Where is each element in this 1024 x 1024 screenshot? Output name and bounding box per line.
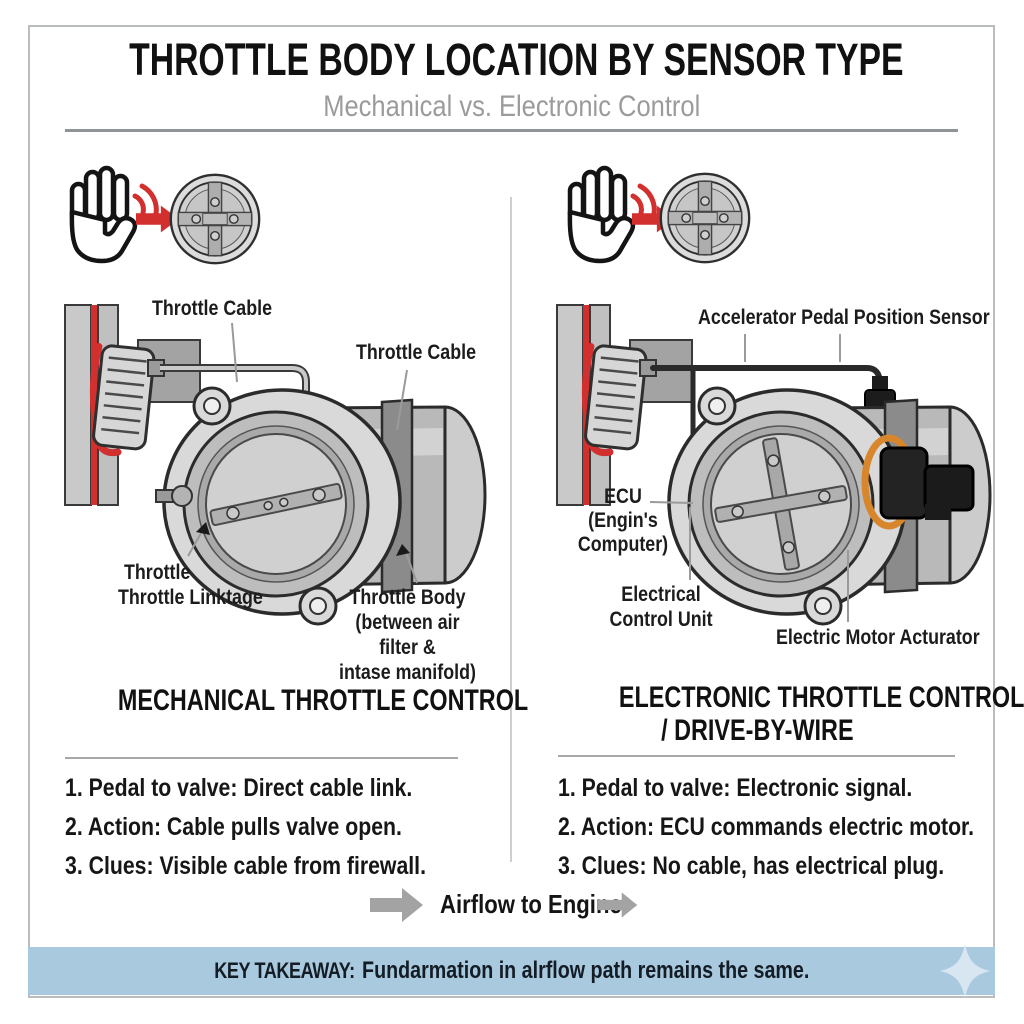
outer-frame: [28, 25, 995, 998]
accelerator-pedal: [581, 342, 648, 457]
mechanical-rule: [65, 757, 458, 759]
sparkle-diamond-icon: [939, 944, 991, 998]
hand-press-icon: [69, 165, 159, 264]
accelerator-pedal: [89, 342, 156, 457]
list-item: 1. Pedal to valve: Direct cable link.: [65, 774, 413, 802]
list-item: 3. Clues: No cable, has electrical plug.: [558, 852, 945, 880]
electronic-rule: [558, 755, 955, 757]
electronic-points-list: 1. Pedal to valve: Electronic signal. 2.…: [558, 772, 1024, 889]
throttle-body: [667, 386, 992, 626]
mechanical-section-heading: MECHANICAL THROTTLE CONTROL: [117, 684, 529, 717]
list-item: 2. Action: Cable pulls valve open.: [65, 813, 402, 841]
signal-waves-icon: [630, 183, 657, 217]
arrow-right-icon: [136, 205, 180, 233]
key-takeaway-text: KEY TAKEAWAY: Fundarmation in alrflow pa…: [213, 957, 809, 984]
header-divider: [65, 129, 958, 132]
list-item: 2. Action: ECU commands electric motor.: [558, 813, 975, 841]
airflow-label: Airflow to Engine: [440, 889, 622, 919]
throttle-valve-front-icon: [169, 173, 261, 265]
key-takeaway-bar: KEY TAKEAWAY: Fundarmation in alrflow pa…: [28, 947, 995, 995]
mechanical-throttle-illustration: [64, 304, 487, 626]
list-item: 1. Pedal to valve: Electronic signal.: [558, 774, 913, 802]
throttle-valve-front-icon: [659, 172, 751, 264]
electric-motor-actuator: [861, 434, 975, 530]
page-subtitle: Mechanical vs. Electronic Control: [323, 90, 701, 123]
leader-lines: [649, 334, 849, 622]
airflow-arrow-left-icon: [370, 888, 423, 922]
label-electric-motor-actuator: Electric Motor Acturator: [776, 626, 980, 649]
label-throttle-body: Throttle Body (between air filter & inta…: [339, 586, 476, 684]
electronic-throttle-illustration: [556, 304, 992, 626]
arrowhead: [196, 522, 210, 535]
label-ecu: ECU (Engin's Computer): [577, 485, 669, 556]
page-title: THROTTLE BODY LOCATION BY SENSOR TYPE: [0, 34, 1024, 86]
label-throttle-cable-top: Throttle Cable: [152, 297, 273, 320]
label-pedal-position-sensor: Accelerator Pedal Position Sensor: [698, 306, 990, 329]
arrowhead: [396, 544, 410, 556]
hand-press-icon: [567, 165, 657, 264]
list-item: 3. Clues: Visible cable from firewall.: [65, 852, 426, 880]
butterfly-valve-cross: [714, 437, 848, 571]
signal-waves-icon: [132, 183, 159, 217]
butterfly-valve-bar: [209, 482, 343, 526]
label-throttle-cable-mid: Throttle Cable: [356, 341, 477, 364]
airflow-arrow-right-icon: [598, 892, 638, 918]
throttle-body: [155, 386, 487, 626]
label-electrical-control-unit: Electrical Control Unit: [609, 583, 713, 631]
mechanical-points-list: 1. Pedal to valve: Direct cable link. 2.…: [65, 772, 490, 889]
electronic-section-heading: ELECTRONIC THROTTLE CONTROL (ETC) / DRIV…: [618, 681, 1024, 747]
center-divider: [510, 197, 512, 862]
page-title-text: THROTTLE BODY LOCATION BY SENSOR TYPE: [129, 34, 904, 85]
label-throttle-linkage: Throttle Throttle Linktage: [118, 561, 263, 609]
